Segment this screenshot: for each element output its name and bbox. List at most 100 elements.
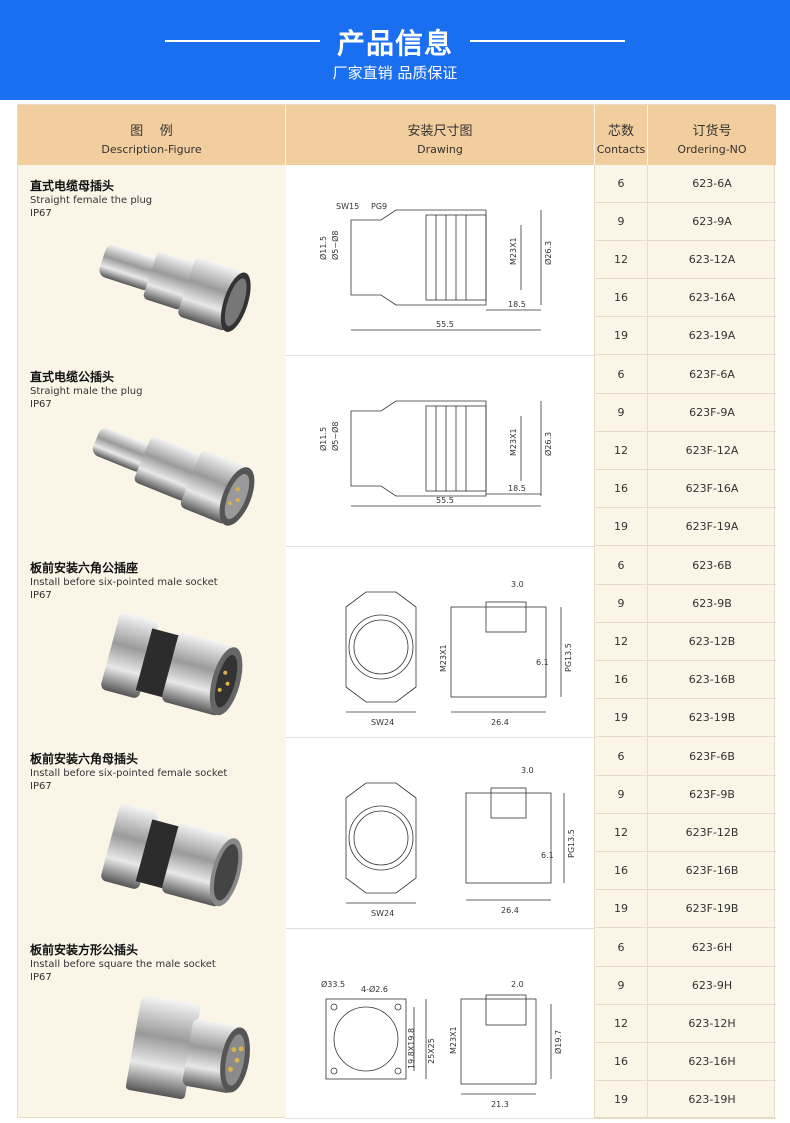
dim-pg: PG13.5 [567, 829, 576, 858]
order-cell: 623-16A [648, 279, 776, 317]
header-description: 图 例 Description-Figure [18, 105, 285, 165]
product-ip-rating: IP67 [30, 972, 52, 983]
contacts-cell: 6 [595, 929, 647, 967]
dim-flange: 3.0 [511, 580, 524, 589]
contacts-cell: 19 [595, 699, 647, 737]
dim-len1: 18.5 [508, 484, 526, 493]
dimension-drawing: SW15 PG9 Ø11.5 Ø5~Ø8 M23X1 Ø26.3 18.5 55… [318, 202, 553, 331]
order-cell: 623-12H [648, 1005, 776, 1043]
column-divider [594, 738, 595, 929]
order-cell: 623-16H [648, 1043, 776, 1081]
dim-d1: Ø11.5 [318, 427, 328, 451]
column-divider [594, 356, 595, 547]
contacts-cell: 16 [595, 661, 647, 699]
header-ordering-cn: 订货号 [692, 124, 732, 139]
contacts-cell: 19 [595, 508, 647, 546]
contacts-cell: 16 [595, 1043, 647, 1081]
contacts-cell: 6 [595, 165, 647, 203]
product-name-en: Straight female the plug [30, 195, 153, 206]
order-cell: 623-9H [648, 967, 776, 1005]
contacts-cell: 19 [595, 1081, 647, 1119]
column-divider [647, 356, 648, 547]
order-cell: 623F-9A [648, 394, 776, 432]
order-cell: 623F-12A [648, 432, 776, 470]
connector-photo [101, 612, 243, 716]
dim-od: Ø26.3 [543, 432, 553, 456]
order-cell: 623F-6A [648, 356, 776, 394]
header-ordering-en: Ordering-NO [677, 143, 747, 156]
order-cell: 623-12A [648, 241, 776, 279]
contacts-cell: 19 [595, 890, 647, 928]
contacts-cell: 6 [595, 547, 647, 585]
dim-pg: PG9 [371, 202, 387, 211]
order-cell: 623-19A [648, 317, 776, 355]
product-ip-rating: IP67 [30, 781, 52, 792]
order-cell: 623F-6B [648, 738, 776, 776]
contacts-cell: 19 [595, 317, 647, 355]
header-ordering: 订货号 Ordering-NO [648, 105, 776, 165]
contacts-cell: 6 [595, 356, 647, 394]
product-name-en: Straight male the plug [30, 386, 143, 397]
order-cell: 623F-9B [648, 776, 776, 814]
dimension-drawing: 3.0 M23X1 PG13.5 6.1 SW24 26.4 [345, 580, 573, 727]
dimension-drawing: Ø11.5 Ø5~Ø8 M23X1 Ø26.3 18.5 55.5 [318, 400, 553, 507]
drawing-panel: Ø33.5 4-Ø2.6 19.8X19.8 25X25 M23X1 2.0 Ø… [286, 929, 594, 1119]
contacts-cell: 12 [595, 432, 647, 470]
header-contacts: 芯数 Contacts [595, 105, 647, 165]
product-name-cn: 板前安装方形公插头 [30, 943, 139, 957]
order-cell: 623F-16A [648, 470, 776, 508]
dim-sw: SW15 [336, 202, 359, 211]
dim-len: 26.4 [491, 718, 509, 727]
header-description-en: Description-Figure [101, 143, 202, 156]
dim-holes: 4-Ø2.6 [361, 984, 388, 994]
product-row: 板前安装六角公插座 Install before six-pointed mal… [18, 547, 776, 738]
dim-d2: Ø5~Ø8 [330, 422, 340, 451]
dim-d1: Ø11.5 [318, 236, 328, 260]
dim-gap: 6.1 [536, 658, 549, 667]
order-cell: 623F-12B [648, 814, 776, 852]
contacts-cell: 12 [595, 241, 647, 279]
drawing-panel: Ø11.5 Ø5~Ø8 M23X1 Ø26.3 18.5 55.5 [286, 356, 594, 547]
column-divider [594, 547, 595, 738]
connector-photo [125, 995, 250, 1100]
product-description: 板前安装六角母插头 Install before six-pointed fem… [18, 738, 285, 929]
header-contacts-en: Contacts [596, 143, 646, 156]
dim-thread: M23X1 [509, 428, 518, 456]
order-cell: 623-9A [648, 203, 776, 241]
order-cell: 623-12B [648, 623, 776, 661]
dim-gap: 6.1 [541, 851, 554, 860]
order-cell: 623-6H [648, 929, 776, 967]
column-divider [594, 165, 595, 356]
contacts-cell: 9 [595, 776, 647, 814]
drawing-panel: 3.0 PG13.5 6.1 SW24 26.4 [286, 738, 594, 929]
contacts-cell: 12 [595, 814, 647, 852]
order-cell: 623F-16B [648, 852, 776, 890]
product-description: 板前安装六角公插座 Install before six-pointed mal… [18, 547, 285, 738]
drawing-panel: 3.0 M23X1 PG13.5 6.1 SW24 26.4 [286, 547, 594, 738]
dim-thread: M23X1 [449, 1026, 458, 1054]
banner-divider-left [165, 40, 320, 42]
product-description: 直式电缆母插头 Straight female the plug IP67 [18, 165, 285, 356]
banner-subtitle: 厂家直销 品质保证 [332, 64, 458, 82]
dim-flange: 2.0 [511, 980, 524, 989]
contacts-cell: 9 [595, 203, 647, 241]
header-contacts-cn: 芯数 [607, 124, 634, 139]
order-cell: 623-6A [648, 165, 776, 203]
product-row: 板前安装方形公插头 Install before square the male… [18, 929, 776, 1119]
dimension-drawing: Ø33.5 4-Ø2.6 19.8X19.8 25X25 M23X1 2.0 Ø… [321, 979, 563, 1109]
dim-sw: SW24 [371, 718, 394, 727]
contacts-cell: 9 [595, 394, 647, 432]
dim-sw: SW24 [371, 909, 394, 918]
banner-title: 产品信息 [336, 27, 453, 60]
contacts-cell: 16 [595, 279, 647, 317]
contacts-cell: 12 [595, 623, 647, 661]
dim-d2: Ø5~Ø8 [330, 231, 340, 260]
connector-photo [99, 244, 251, 332]
contacts-cell: 16 [595, 852, 647, 890]
banner-divider-right [470, 40, 625, 42]
product-description: 直式电缆公插头 Straight male the plug IP67 [18, 356, 285, 547]
column-divider [647, 547, 648, 738]
header-drawing-en: Drawing [417, 143, 463, 156]
product-ip-rating: IP67 [30, 399, 52, 410]
connector-photo [101, 803, 243, 907]
